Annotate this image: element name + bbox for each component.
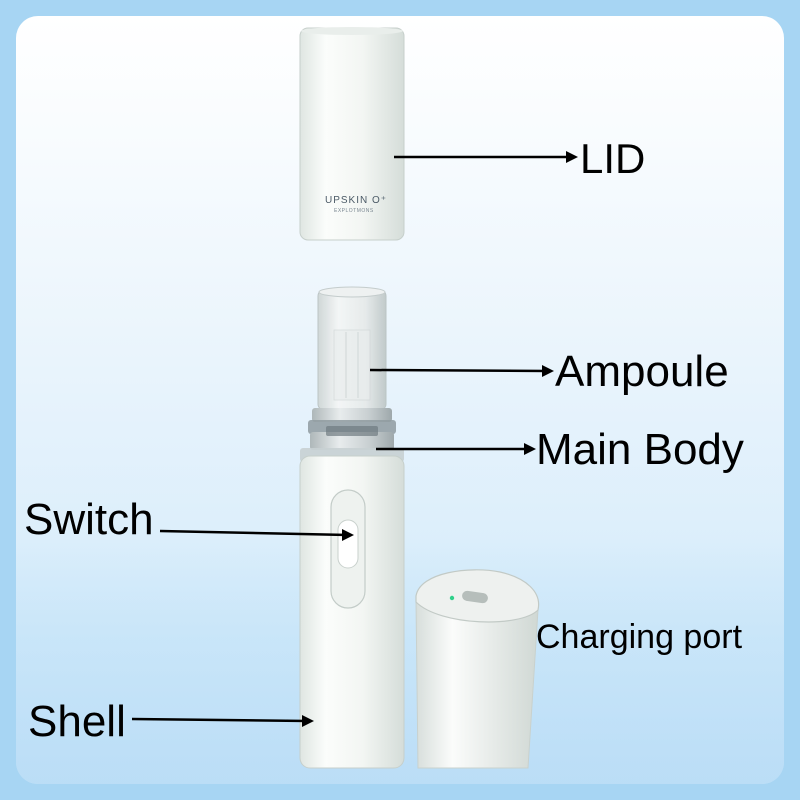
arrow-shell-head [302,715,314,727]
charging-port-part [415,569,540,769]
arrow-ampoule-head [542,365,554,377]
arrow-shell [131,717,309,723]
label-switch: Switch [24,495,154,544]
arrow-ampoule [369,368,549,373]
label-charging-port: Charging port [536,618,743,656]
label-ampoule: Ampoule [555,347,729,396]
label-lid: LID [580,135,646,182]
brand-subtitle-text: EXPLOTMONS [334,208,374,214]
label-shell: Shell [28,697,126,746]
leader-arrows [131,151,578,727]
label-main-body: Main Body [536,425,744,474]
arrow-switch-head [342,529,354,541]
arrow-switch [159,529,349,537]
ampoule-part [317,286,387,411]
arrow-main-body-head [524,443,536,455]
arrow-lid-head [566,151,578,163]
shell-part [299,455,405,769]
brand-logo-text: UPSKIN O⁺ [325,195,388,206]
main-body-part [300,408,404,462]
lid-part [299,27,405,241]
